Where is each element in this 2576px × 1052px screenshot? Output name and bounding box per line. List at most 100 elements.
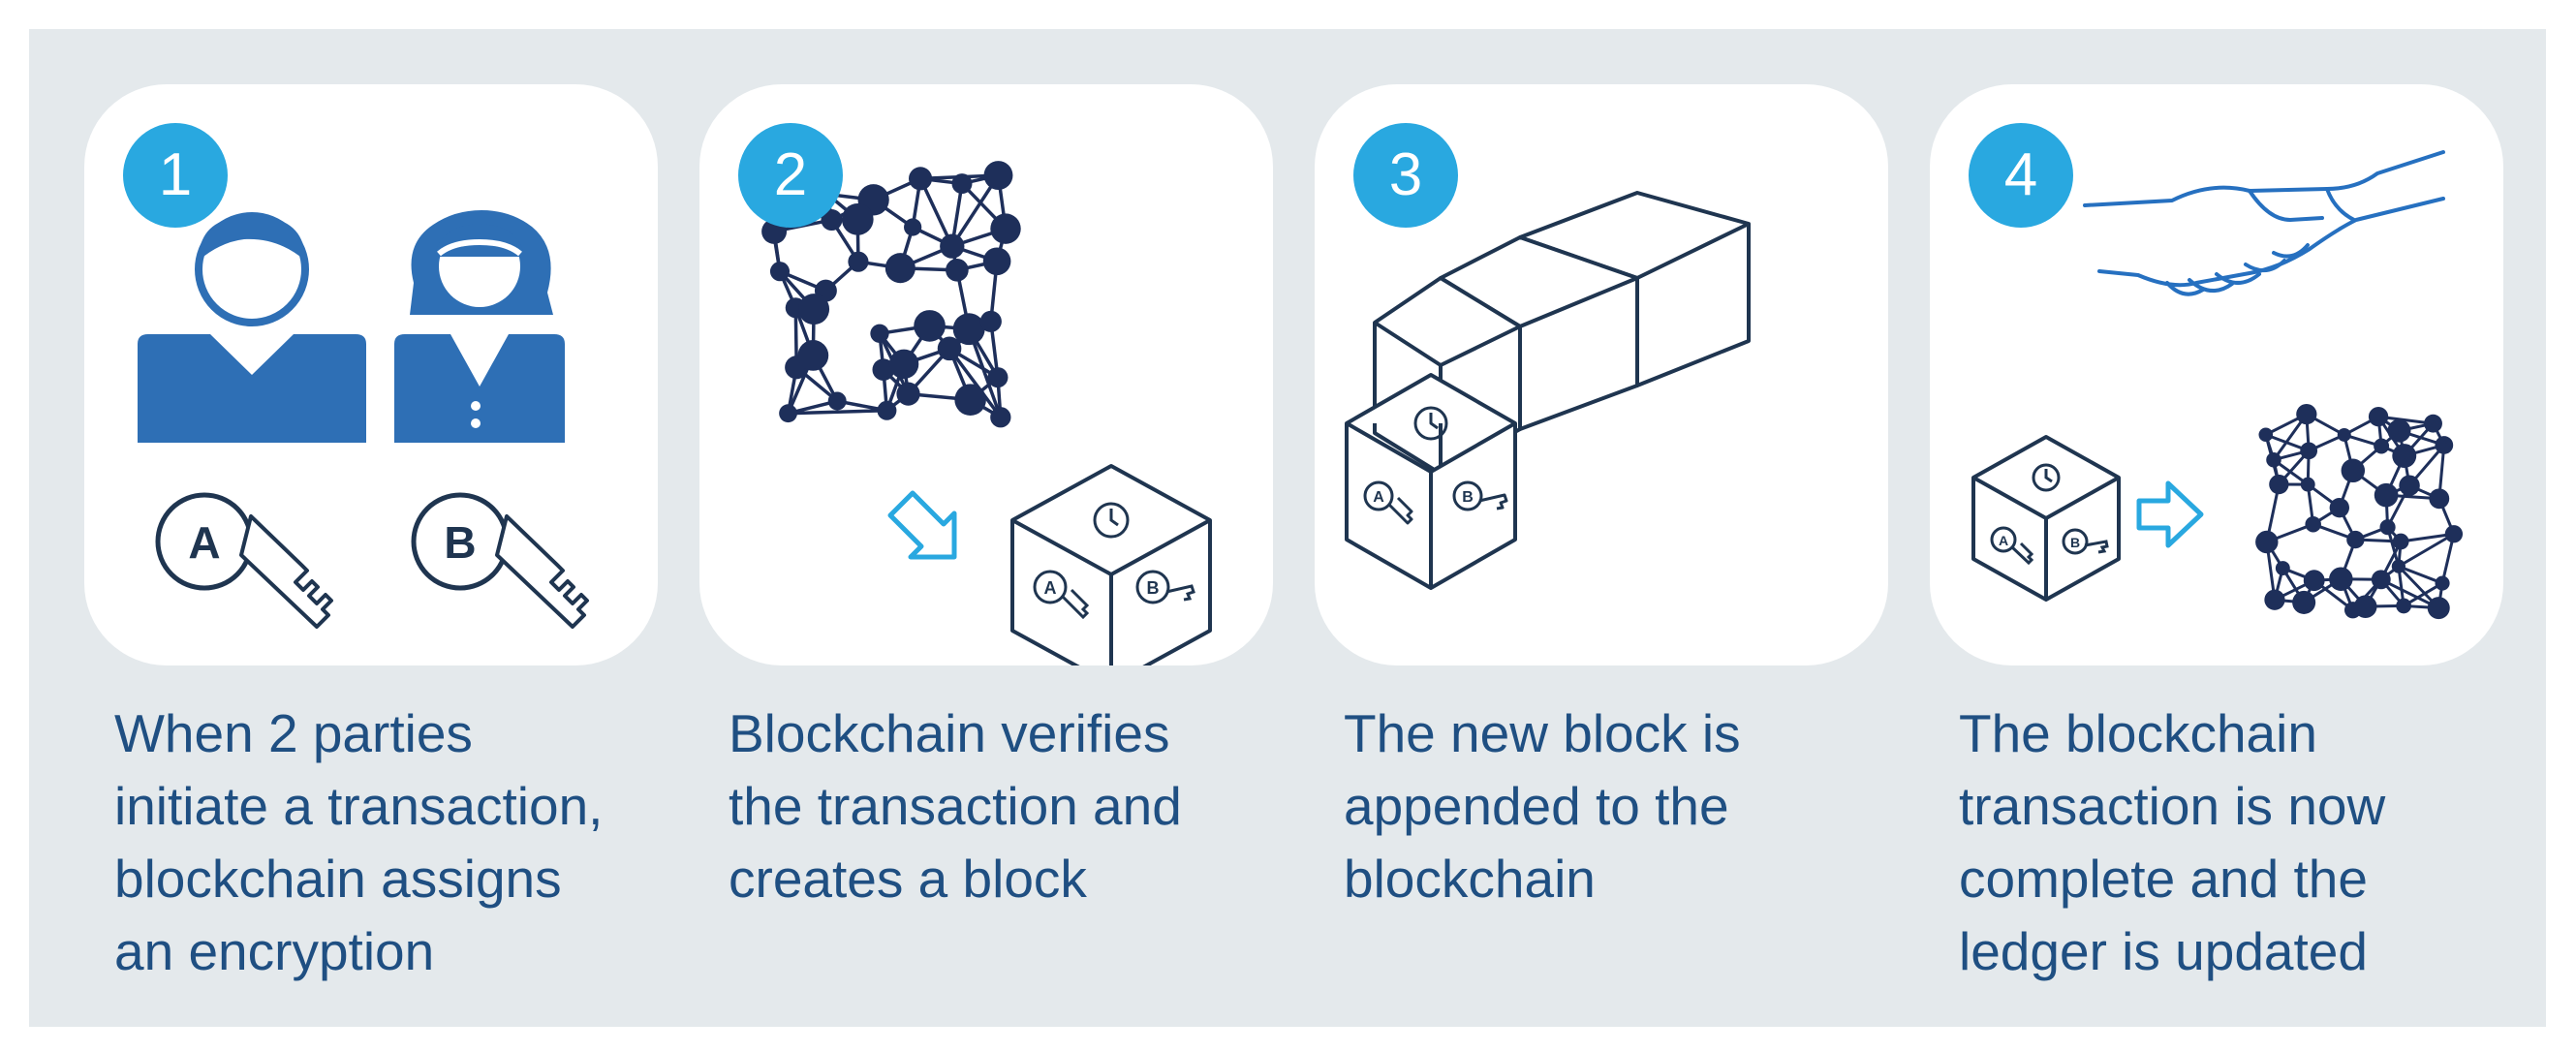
network-node — [2300, 477, 2315, 492]
network-node — [2396, 598, 2412, 614]
network-node — [2264, 589, 2285, 610]
key-a-label: A — [1999, 533, 2008, 548]
network-node — [827, 391, 847, 411]
network-node — [982, 247, 1011, 276]
block-chain-icon — [1345, 191, 1751, 590]
network-node — [2296, 403, 2317, 425]
step-4-card: A B 4 — [1930, 84, 2503, 665]
network-node — [2292, 590, 2316, 614]
network-node — [954, 384, 986, 416]
process-panel: A B 1 When 2 parties initiate a transact… — [29, 29, 2546, 1027]
network-node — [848, 251, 869, 272]
arrow-right-icon — [2136, 480, 2204, 548]
network-node — [2435, 575, 2450, 591]
handshake-icon — [2083, 150, 2445, 296]
key-a-icon — [155, 492, 333, 629]
network-node — [990, 213, 1021, 244]
network-node — [2368, 406, 2389, 427]
network-node — [2392, 533, 2409, 550]
network-node — [2429, 488, 2450, 510]
network-node — [2269, 474, 2289, 495]
network-node — [2329, 567, 2353, 591]
network-node — [872, 358, 895, 381]
step-2-caption: Blockchain verifies the transaction and … — [729, 697, 1310, 915]
key-a-label: A — [188, 517, 220, 568]
network-node — [797, 340, 829, 371]
network-node — [2303, 570, 2325, 592]
step-4-badge: 4 — [1969, 123, 2073, 228]
step-1-caption: When 2 parties initiate a transaction, b… — [114, 697, 696, 988]
caption-line: initiate a transaction, — [114, 776, 604, 836]
network-node — [2341, 458, 2366, 483]
woman-icon — [394, 210, 565, 443]
network-icon — [2255, 403, 2464, 620]
step-2-card: A B 2 — [699, 84, 1273, 665]
network-node — [2374, 482, 2399, 508]
block-cube-icon: A B — [1971, 435, 2121, 602]
network-link — [2398, 532, 2455, 568]
network-node — [2266, 451, 2281, 468]
key-b-label: B — [444, 517, 476, 568]
network-node — [2300, 442, 2318, 460]
network-node — [841, 203, 874, 235]
network-node — [2399, 475, 2420, 496]
network-node — [987, 367, 1009, 388]
network-node — [937, 336, 962, 361]
network-node — [2337, 427, 2351, 442]
network-node — [909, 167, 933, 191]
network-node — [798, 294, 830, 325]
network-node — [877, 400, 897, 420]
network-node — [896, 382, 920, 406]
network-node — [2255, 530, 2279, 554]
network-node — [952, 313, 985, 346]
arrow-down-right-icon — [887, 490, 957, 560]
caption-line: complete and the — [1959, 849, 2368, 909]
caption-line: transaction is now — [1959, 776, 2386, 836]
network-node — [946, 259, 969, 282]
network-node — [2275, 561, 2290, 576]
network-node — [2435, 436, 2454, 454]
network-node — [940, 233, 965, 259]
network-node — [904, 218, 922, 236]
network-node — [2379, 519, 2396, 536]
network-node — [885, 253, 916, 284]
network-node — [2374, 438, 2390, 454]
network-node — [2353, 595, 2377, 618]
caption-line: ledger is updated — [1959, 921, 2368, 981]
step-1-card: A B 1 — [84, 84, 658, 665]
network-node — [2392, 444, 2417, 468]
network-node — [914, 310, 946, 342]
man-icon — [138, 212, 366, 443]
caption-line: When 2 parties — [114, 703, 473, 763]
network-node — [2424, 414, 2442, 433]
step-1-badge: 1 — [123, 123, 228, 228]
network-node — [2305, 515, 2321, 533]
network-link — [947, 347, 1003, 418]
key-b-label: B — [1147, 578, 1160, 598]
network-node — [769, 262, 791, 282]
network-node — [888, 349, 919, 380]
caption-line: the transaction and — [729, 776, 1182, 836]
caption-line: blockchain — [1344, 849, 1596, 909]
step-3-card: A B 3 — [1315, 84, 1888, 665]
network-link — [2398, 565, 2443, 585]
network-node — [979, 310, 1002, 332]
network-node — [779, 404, 797, 423]
network-node — [870, 324, 889, 343]
block-cube-icon: A B — [1010, 464, 1212, 665]
step-3-badge: 3 — [1353, 123, 1458, 228]
caption-line: blockchain assigns — [114, 849, 562, 909]
caption-line: Blockchain verifies — [729, 703, 1170, 763]
step-3-caption: The new block is appended to the blockch… — [1344, 697, 1925, 915]
network-node — [2391, 559, 2405, 573]
key-a-label: A — [1044, 578, 1057, 598]
network-node — [2346, 530, 2365, 549]
network-node — [2387, 418, 2411, 443]
network-node — [951, 173, 973, 195]
step-2-badge: 2 — [738, 123, 843, 228]
caption-line: creates a block — [729, 849, 1087, 909]
key-b-label: B — [2070, 535, 2080, 550]
key-b-label: B — [1462, 489, 1474, 506]
step-4-caption: The blockchain transaction is now comple… — [1959, 697, 2540, 988]
caption-line: The new block is — [1344, 703, 1741, 763]
